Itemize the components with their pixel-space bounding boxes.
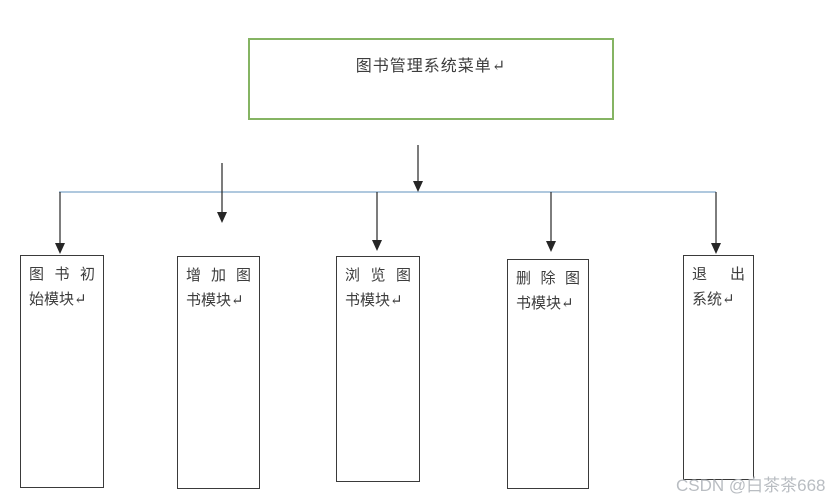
node-label-line: 系统↵	[692, 292, 735, 308]
node-label-line: 退 出	[692, 267, 745, 283]
node-label-line: 书模块↵	[516, 296, 574, 312]
arrow-head-init	[55, 243, 65, 254]
node-browse-book-module: 浏 览 图 书模块↵	[336, 256, 420, 482]
node-delete-book-module: 删 除 图 书模块↵	[507, 259, 589, 489]
csdn-watermark: CSDN @白茶茶668	[676, 476, 826, 495]
node-label-line: 图 书 初	[29, 267, 95, 283]
root-node-label: 图书管理系统菜单↵	[355, 58, 507, 75]
node-book-init-module: 图 书 初 始模块↵	[20, 255, 104, 488]
node-label-line: 删 除 图	[516, 271, 580, 287]
arrow-head-browse	[372, 240, 382, 251]
arrow-head-delete	[546, 241, 556, 252]
node-label-line: 始模块↵	[29, 292, 87, 308]
arrow-head-add	[217, 212, 227, 223]
node-label-line: 增 加 图	[186, 268, 251, 284]
arrow-head-exit	[711, 243, 721, 254]
node-label-line: 浏 览 图	[345, 268, 411, 284]
node-menu-root: 图书管理系统菜单↵	[248, 38, 614, 120]
trunk-arrow-head	[413, 181, 423, 192]
node-label-line: 书模块↵	[186, 293, 244, 309]
node-add-book-module: 增 加 图 书模块↵	[177, 256, 260, 489]
node-label-line: 书模块↵	[345, 293, 403, 309]
node-exit-system: 退 出 系统↵	[683, 255, 754, 480]
